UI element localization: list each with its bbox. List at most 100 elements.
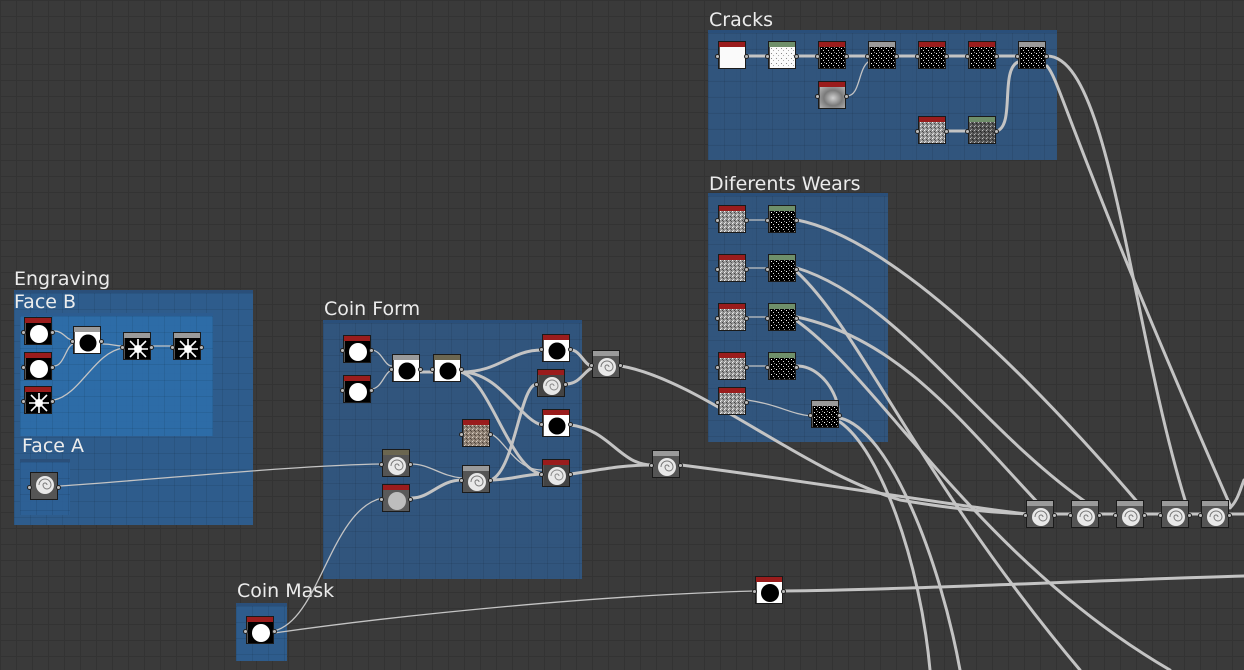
graph-node-a1[interactable] — [30, 472, 58, 500]
input-port[interactable] — [70, 339, 75, 344]
input-port[interactable] — [1198, 513, 1203, 518]
output-port[interactable] — [418, 367, 423, 372]
input-port[interactable] — [27, 485, 32, 490]
graph-node-o3[interactable] — [1116, 500, 1144, 528]
graph-node-c8[interactable] — [818, 81, 846, 109]
output-port[interactable] — [1142, 513, 1147, 518]
graph-node-c4[interactable] — [868, 41, 896, 69]
graph-node-b1[interactable] — [24, 317, 52, 345]
input-port[interactable] — [765, 316, 770, 321]
input-port[interactable] — [589, 363, 594, 368]
graph-node-w10[interactable] — [811, 400, 839, 428]
graph-node-f8[interactable] — [542, 459, 570, 487]
output-port[interactable] — [1097, 513, 1102, 518]
graph-node-f13[interactable] — [462, 465, 490, 493]
graph-node-b4[interactable] — [73, 326, 101, 354]
output-port[interactable] — [459, 367, 464, 372]
input-port[interactable] — [1068, 513, 1073, 518]
input-port[interactable] — [915, 54, 920, 59]
input-port[interactable] — [539, 347, 544, 352]
output-port[interactable] — [794, 267, 799, 272]
output-port[interactable] — [568, 472, 573, 477]
graph-node-f2[interactable] — [343, 375, 371, 403]
graph-node-o4[interactable] — [1161, 500, 1189, 528]
input-port[interactable] — [459, 478, 464, 483]
output-port[interactable] — [568, 422, 573, 427]
input-port[interactable] — [1023, 513, 1028, 518]
input-port[interactable] — [815, 54, 820, 59]
input-port[interactable] — [765, 267, 770, 272]
graph-node-f1[interactable] — [343, 335, 371, 363]
input-port[interactable] — [21, 330, 26, 335]
output-port[interactable] — [678, 463, 683, 468]
input-port[interactable] — [539, 472, 544, 477]
graph-node-c9[interactable] — [918, 116, 946, 144]
output-port[interactable] — [56, 485, 61, 490]
graph-node-o1[interactable] — [1026, 500, 1054, 528]
graph-node-b6[interactable] — [173, 332, 201, 360]
input-port[interactable] — [170, 345, 175, 350]
graph-node-c7[interactable] — [1018, 41, 1046, 69]
graph-node-f3[interactable] — [392, 354, 420, 382]
graph-node-w5[interactable] — [718, 387, 746, 415]
graph-node-w6[interactable] — [768, 205, 796, 233]
graph-node-f5[interactable] — [542, 334, 570, 362]
input-port[interactable] — [965, 129, 970, 134]
graph-node-c2[interactable] — [768, 41, 796, 69]
graph-node-o2[interactable] — [1071, 500, 1099, 528]
input-port[interactable] — [965, 54, 970, 59]
graph-node-c1[interactable] — [718, 41, 746, 69]
graph-node-b2[interactable] — [24, 352, 52, 380]
output-port[interactable] — [99, 339, 104, 344]
output-port[interactable] — [794, 316, 799, 321]
input-port[interactable] — [21, 365, 26, 370]
output-port[interactable] — [744, 267, 749, 272]
output-port[interactable] — [272, 629, 277, 634]
graph-node-m1[interactable] — [246, 616, 274, 644]
output-port[interactable] — [781, 589, 786, 594]
output-port[interactable] — [944, 129, 949, 134]
graph-node-w1[interactable] — [718, 205, 746, 233]
graph-node-k1[interactable] — [755, 576, 783, 604]
input-port[interactable] — [765, 218, 770, 223]
input-port[interactable] — [752, 589, 757, 594]
output-port[interactable] — [568, 347, 573, 352]
output-port[interactable] — [794, 365, 799, 370]
input-port[interactable] — [865, 54, 870, 59]
input-port[interactable] — [430, 367, 435, 372]
input-port[interactable] — [539, 422, 544, 427]
output-port[interactable] — [944, 54, 949, 59]
graph-node-f7[interactable] — [542, 409, 570, 437]
graph-node-b3[interactable] — [24, 386, 52, 414]
output-port[interactable] — [744, 54, 749, 59]
output-port[interactable] — [744, 218, 749, 223]
output-port[interactable] — [488, 432, 493, 437]
input-port[interactable] — [389, 367, 394, 372]
input-port[interactable] — [243, 629, 248, 634]
output-port[interactable] — [1052, 513, 1057, 518]
input-port[interactable] — [715, 218, 720, 223]
output-port[interactable] — [894, 54, 899, 59]
input-port[interactable] — [379, 462, 384, 467]
input-port[interactable] — [120, 345, 125, 350]
output-port[interactable] — [744, 400, 749, 405]
output-port[interactable] — [994, 129, 999, 134]
output-port[interactable] — [794, 218, 799, 223]
graph-node-f6[interactable] — [537, 369, 565, 397]
output-port[interactable] — [794, 54, 799, 59]
input-port[interactable] — [534, 382, 539, 387]
input-port[interactable] — [649, 463, 654, 468]
input-port[interactable] — [815, 94, 820, 99]
input-port[interactable] — [765, 54, 770, 59]
output-port[interactable] — [1227, 513, 1232, 518]
graph-node-f11[interactable] — [382, 449, 410, 477]
output-port[interactable] — [369, 348, 374, 353]
output-port[interactable] — [744, 316, 749, 321]
graph-node-w8[interactable] — [768, 303, 796, 331]
output-port[interactable] — [408, 462, 413, 467]
graph-node-f10[interactable] — [462, 419, 490, 447]
input-port[interactable] — [459, 432, 464, 437]
graph-node-w4[interactable] — [718, 352, 746, 380]
graph-node-w7[interactable] — [768, 254, 796, 282]
